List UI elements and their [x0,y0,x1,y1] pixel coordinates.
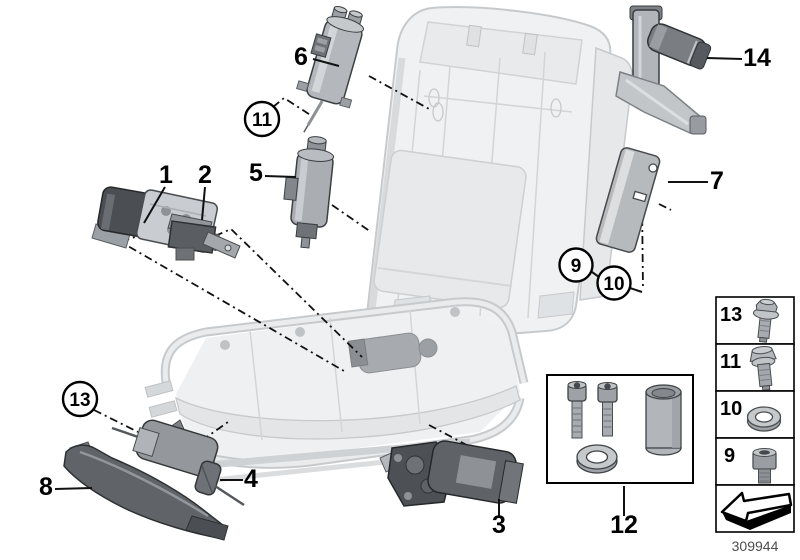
callout-7[interactable]: 7 [710,167,724,195]
direction-arrow-icon [720,491,793,530]
callout-5[interactable]: 5 [249,159,263,187]
part-7-mounting-plate [595,147,661,253]
part-14-actuator-bracket [615,5,712,135]
callout-circle-9[interactable]: 9 [558,247,594,283]
part-4-tilt-actuator [111,419,245,507]
callout-circle-11[interactable]: 11 [243,100,281,138]
legend-label-13[interactable]: 13 [720,304,742,326]
kit-box-12 [546,374,694,484]
callout-14[interactable]: 14 [743,44,771,72]
socket-head-screw-icon [752,448,777,484]
legend-label-11[interactable]: 11 [720,351,741,373]
callout-10[interactable]: 10 [603,274,624,295]
assembly-leader-lines [93,75,672,452]
washer-icon [746,406,782,432]
legend-item-10[interactable]: 10 [715,390,795,439]
seat-backrest-frame [365,6,633,344]
callout-1[interactable]: 1 [159,161,173,189]
part-2-actuator [167,213,241,261]
spacer-sleeve-icon [645,384,682,456]
callout-circle-10[interactable]: 10 [596,265,632,301]
seat-base-frame [144,297,529,483]
callout-4[interactable]: 4 [244,465,258,493]
callout-circle-13[interactable]: 13 [61,380,99,418]
legend-item-11[interactable]: 11 [715,343,795,392]
part-6-drive-motor [296,6,365,133]
legend-item-13[interactable]: 13 [715,296,795,345]
installed-motor [347,332,438,374]
callout-9[interactable]: 9 [571,256,582,277]
part-5-motor [283,136,335,249]
fastener-legend-panel: 13 11 [715,296,795,533]
socket-head-screw-long-icon [567,381,587,439]
callout-12[interactable]: 12 [610,511,638,539]
callout-6[interactable]: 6 [294,43,308,71]
washer-icon [576,444,618,474]
callout-11[interactable]: 11 [252,110,273,131]
catalog-number: 309944 [732,538,779,554]
hex-flange-screw-icon [752,298,779,343]
callout-13[interactable]: 13 [69,390,90,411]
socket-head-screw-short-icon [597,382,618,437]
legend-label-10[interactable]: 10 [720,398,742,420]
callout-3[interactable]: 3 [492,511,506,539]
legend-direction-box [715,484,795,533]
callout-pointer-lines [54,57,743,517]
callout-2[interactable]: 2 [198,161,212,189]
legend-item-9[interactable]: 9 [715,437,795,486]
part-8-side-trim [63,441,229,541]
hex-flange-bolt-icon [749,345,777,391]
callout-8[interactable]: 8 [39,473,53,501]
legend-label-9[interactable]: 9 [724,445,735,467]
part-3-motor [379,440,524,507]
